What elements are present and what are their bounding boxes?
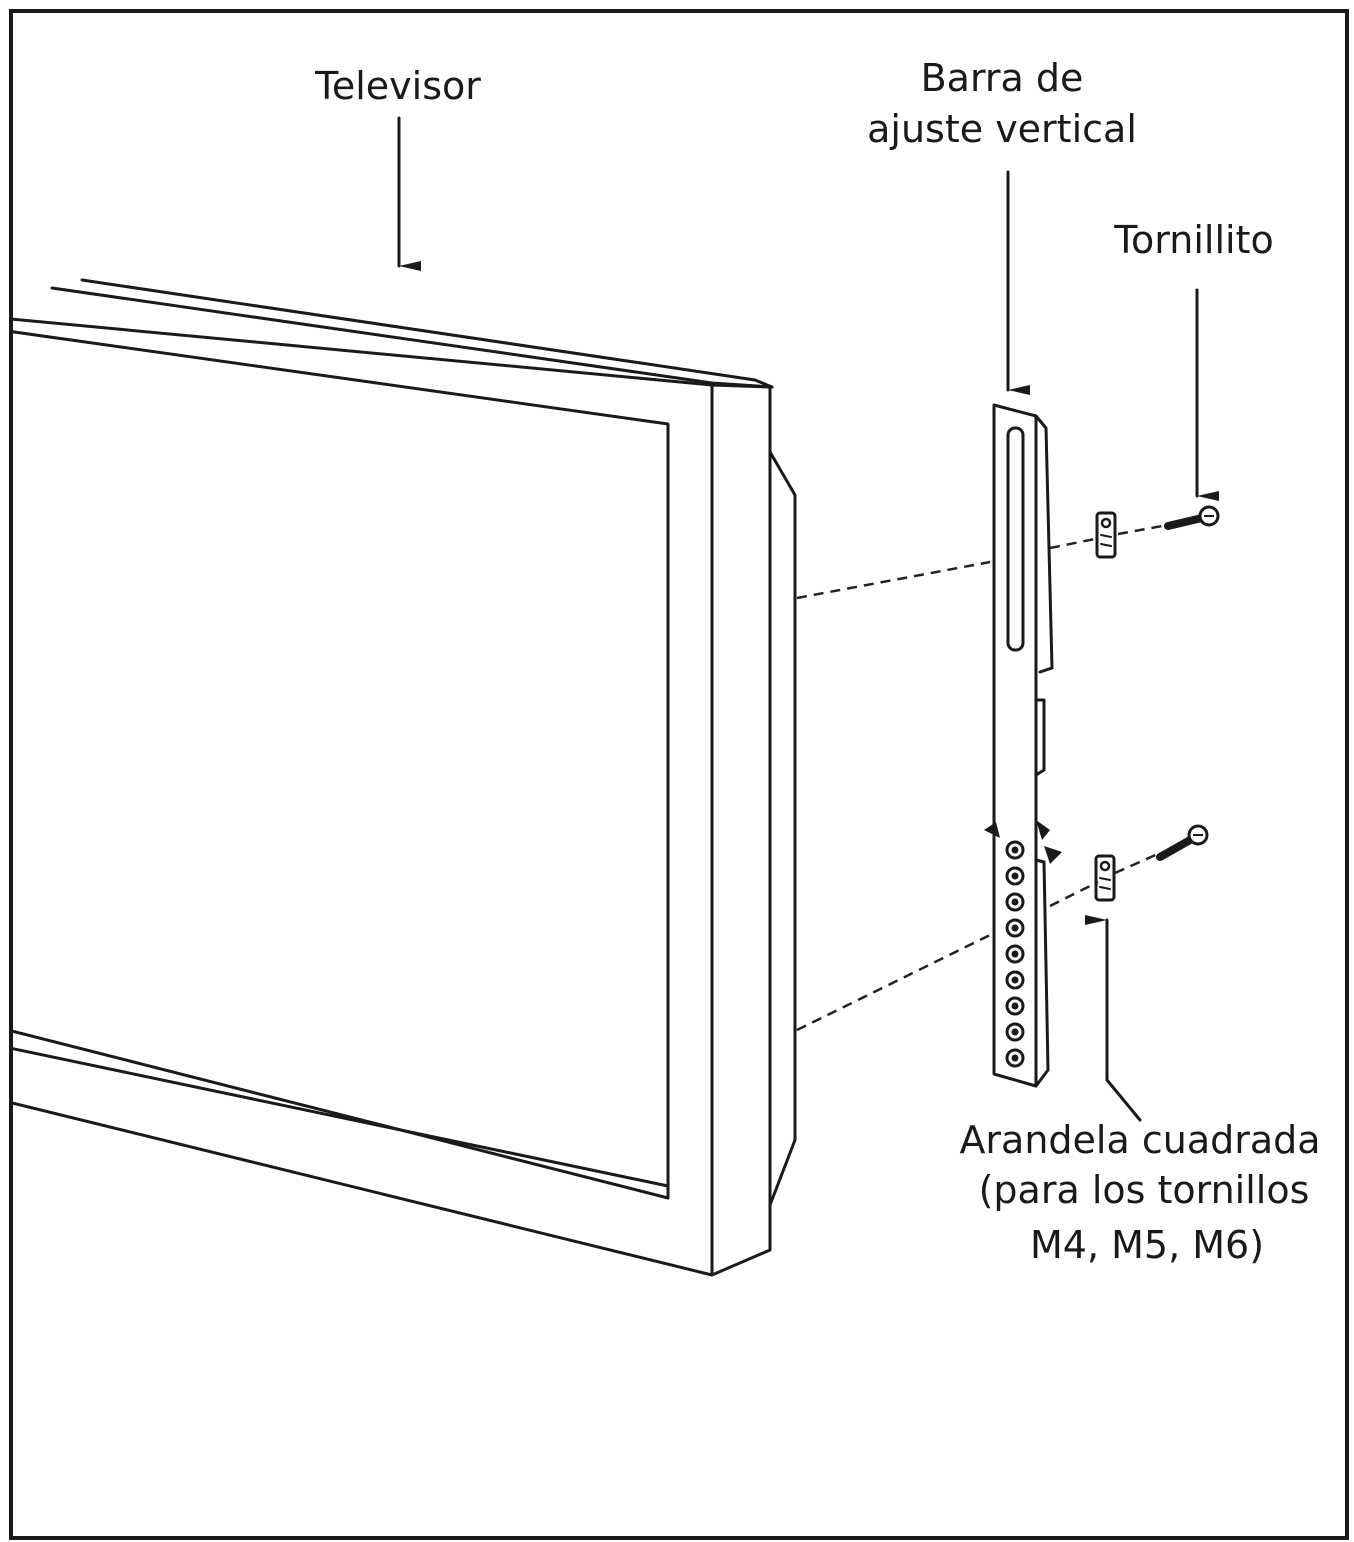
square-washer-bottom	[1094, 854, 1116, 902]
television	[12, 278, 797, 1277]
label-washer-line2: (para los tornillos	[979, 1168, 1310, 1212]
bar-hole-center	[1011, 976, 1019, 984]
bar-hole-center	[1011, 898, 1019, 906]
bar-hole-center	[1011, 1054, 1019, 1062]
alignment-lines	[796, 523, 1169, 1032]
diagram-border	[9, 9, 1349, 1540]
bar-hole-center	[1011, 950, 1019, 958]
bar-hole-center	[1011, 846, 1019, 854]
bar-hole-center	[1011, 1028, 1019, 1036]
bar-hole-center	[1011, 924, 1019, 932]
vertical-adjustment-bar	[984, 403, 1062, 1088]
label-bar-line2: ajuste vertical	[867, 107, 1137, 151]
arrow-washer	[1085, 915, 1142, 1122]
label-washer-line3: M4, M5, M6)	[1030, 1223, 1264, 1267]
label-tornillito: Tornillito	[1113, 218, 1273, 262]
bar-holes	[1005, 840, 1025, 1068]
label-televisor: Televisor	[314, 64, 481, 108]
bar-hole-center	[1011, 1002, 1019, 1010]
square-washer-top	[1095, 511, 1117, 559]
bar-hole-center	[1011, 872, 1019, 880]
screw-bottom	[1156, 824, 1209, 861]
label-washer-line1: Arandela cuadrada	[959, 1118, 1320, 1162]
label-bar-line1: Barra de	[921, 56, 1084, 100]
screw-top	[1164, 505, 1220, 530]
